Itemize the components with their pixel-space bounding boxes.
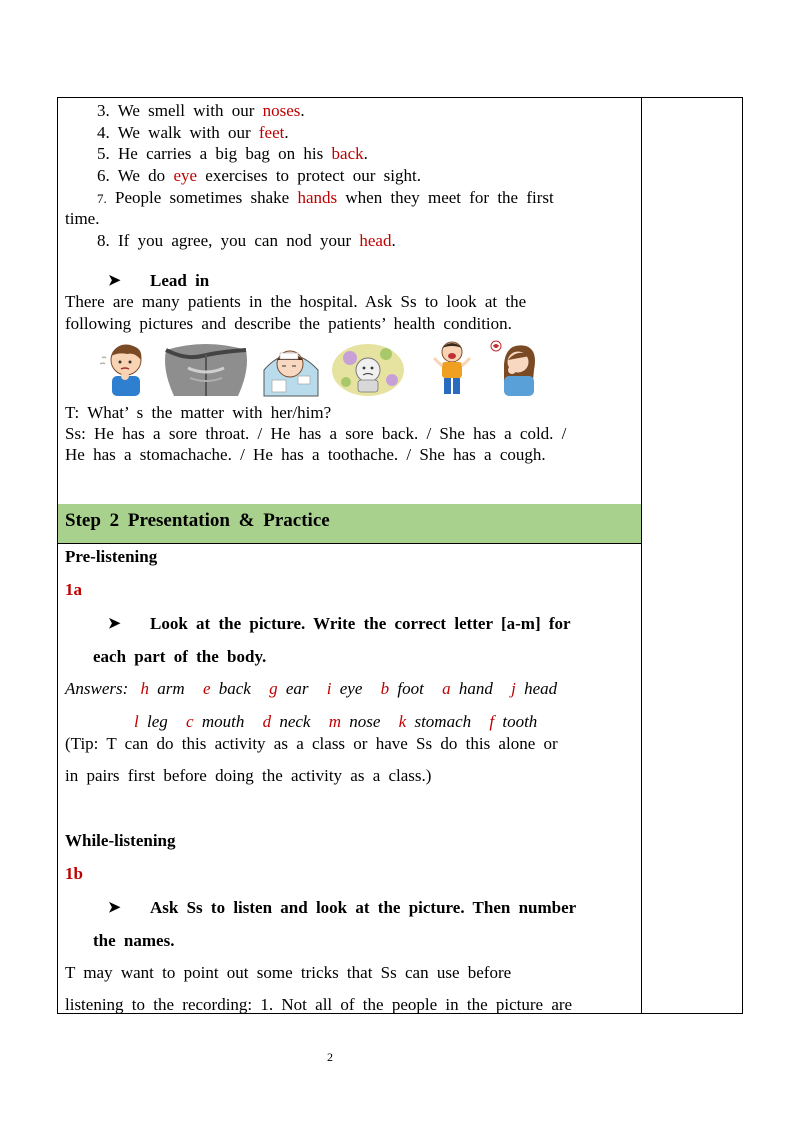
answer-letter: l <box>134 712 139 731</box>
item-text: when they meet for the first <box>337 188 554 207</box>
pre-listening-heading: Pre-listening <box>65 547 158 566</box>
item-text: exercises to protect our sight. <box>197 166 421 185</box>
answer-word: eye <box>339 679 363 698</box>
student-answers: He has a stomachache. / He has a toothac… <box>65 445 546 464</box>
activity-label-1a: 1a <box>65 580 82 599</box>
teacher-question: T: What’ s the matter with her/him? <box>65 403 332 422</box>
arrowhead-bullet-icon: ➤ <box>108 616 121 632</box>
paragraph-text: T may want to point out some tricks that… <box>65 963 512 982</box>
item-number: 7. <box>97 191 107 206</box>
answer-letter: f <box>489 712 495 731</box>
answer-letter: b <box>380 679 390 698</box>
item-text: . <box>284 123 289 142</box>
answer-letter: e <box>202 679 211 698</box>
step-header-band <box>58 504 641 543</box>
item-text: 5. He carries a big bag on his <box>97 144 332 163</box>
answer-letter: j <box>511 679 516 698</box>
answer-word: ear <box>285 679 309 698</box>
answers-label: Answers: <box>65 679 129 698</box>
item-7: 7. People sometimes shake hands when the… <box>97 188 554 209</box>
item-text: 8. If you agree, you can nod your <box>97 231 360 250</box>
answer-word: head <box>524 679 558 698</box>
item-text: time. <box>65 209 100 228</box>
answer-word: stomach <box>414 712 472 731</box>
item-text: People sometimes shake <box>106 188 298 207</box>
stomachache-icon <box>332 344 404 396</box>
activity-label-1b: 1b <box>65 864 83 883</box>
item-8: 8. If you agree, you can nod your head. <box>97 231 396 251</box>
answer-letter: i <box>326 679 332 698</box>
item-5: 5. He carries a big bag on his back. <box>97 144 368 164</box>
answer-word: leg <box>146 712 168 731</box>
item-text: 6. We do <box>97 166 174 185</box>
sore-throat-boy-icon <box>99 344 142 396</box>
answer-word: nose <box>349 712 381 731</box>
answer-word: foot <box>397 679 424 698</box>
answer-letter: m <box>328 712 341 731</box>
task-1a: each part of the body. <box>93 647 267 666</box>
item-7-continued: time. <box>65 209 99 229</box>
item-answer: eye <box>173 166 198 185</box>
cough-girl-icon <box>490 340 535 396</box>
cold-girl-icon <box>263 350 319 397</box>
item-text: 3. We smell with our <box>97 101 263 120</box>
answer-letter: c <box>186 712 194 731</box>
page-number: 2 <box>327 1050 333 1064</box>
arrowhead-bullet-icon: ➤ <box>108 273 121 289</box>
task-1a: Look at the picture. Write the correct l… <box>150 614 571 633</box>
arrowhead-bullet-icon: ➤ <box>108 900 121 916</box>
item-answer: noses <box>262 101 301 120</box>
answers-row: l leg c mouth d neck m nose k stomach f … <box>134 712 537 732</box>
answer-word: mouth <box>201 712 245 731</box>
answer-letter: k <box>398 712 407 731</box>
answer-word: back <box>218 679 251 698</box>
column-divider <box>641 98 642 1013</box>
answer-letter: g <box>269 679 278 698</box>
while-listening-heading: While-listening <box>65 831 176 850</box>
answer-letter: h <box>140 679 150 698</box>
answer-word: hand <box>458 679 493 698</box>
row-divider <box>58 543 642 544</box>
tip-text: in pairs first before doing the activity… <box>65 766 432 785</box>
sore-back-icon <box>165 344 247 396</box>
lead-in-text: There are many patients in the hospital.… <box>65 292 527 311</box>
item-text: . <box>300 101 305 120</box>
lead-in-heading: Lead in <box>150 271 210 290</box>
item-text: 4. We walk with our <box>97 123 259 142</box>
student-answers: Ss: He has a sore throat. / He has a sor… <box>65 424 567 443</box>
tip-text: (Tip: T can do this activity as a class … <box>65 734 558 753</box>
task-1b: Ask Ss to listen and look at the picture… <box>150 898 577 917</box>
answer-letter: a <box>442 679 451 698</box>
lesson-table: 3. We smell with our noses. 4. We walk w… <box>57 97 743 1014</box>
toothache-boy-icon <box>432 341 472 394</box>
item-answer: head <box>359 231 392 250</box>
item-answer: hands <box>297 188 338 207</box>
item-6: 6. We do eye exercises to protect our si… <box>97 166 421 186</box>
paragraph-text: listening to the recording: 1. Not all o… <box>65 995 573 1014</box>
answer-word: neck <box>279 712 311 731</box>
answer-word: arm <box>157 679 185 698</box>
item-4: 4. We walk with our feet. <box>97 123 289 143</box>
answer-word: tooth <box>502 712 538 731</box>
task-1b: the names. <box>93 931 175 950</box>
answers-row: Answers: h arm e back g ear i eye b foot… <box>65 679 557 699</box>
answer-letter: d <box>262 712 272 731</box>
item-answer: feet <box>258 123 285 142</box>
step-title: Step 2 Presentation & Practice <box>65 510 330 531</box>
item-text: . <box>363 144 368 163</box>
item-3: 3. We smell with our noses. <box>97 101 305 121</box>
item-answer: back <box>331 144 364 163</box>
item-text: . <box>391 231 396 250</box>
lead-in-text: following pictures and describe the pati… <box>65 314 512 333</box>
